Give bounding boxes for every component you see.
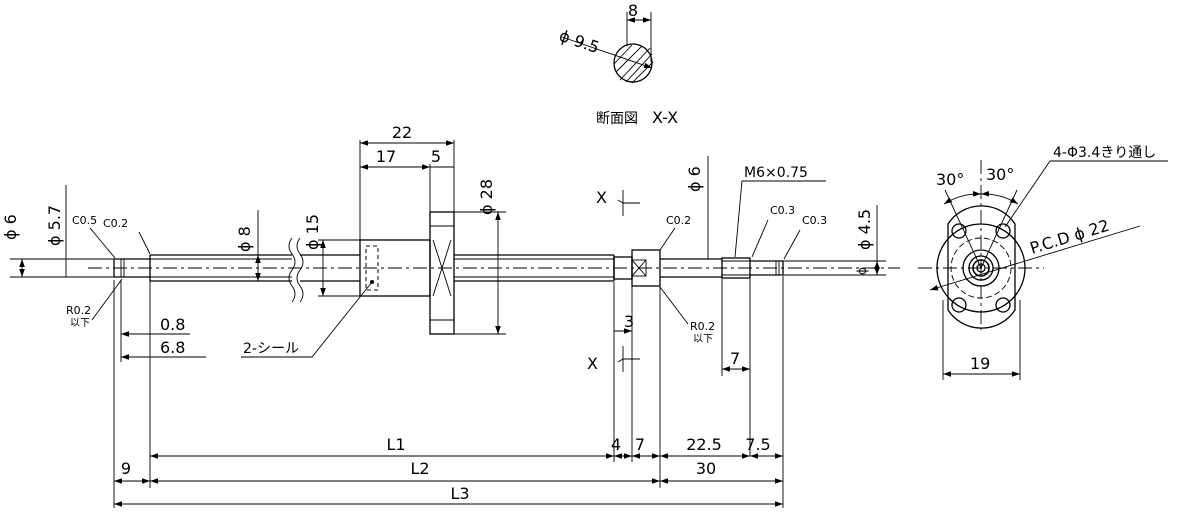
left-dia6: ϕ 6: [1, 214, 20, 240]
flat-box: [631, 259, 647, 277]
right-dim30: 30: [696, 459, 716, 478]
section-title: 断面図: [596, 111, 638, 127]
chamfer-leader: [89, 227, 116, 259]
flange-end-view: 30° 30° 4-Φ3.4きり通し P.C.D ϕ 22 19: [918, 145, 1168, 380]
hatch-2: [625, 53, 653, 83]
length-L3: L3: [450, 484, 469, 503]
section-dia-dim: ϕ 9.5: [557, 26, 602, 57]
right-dim225: 22.5: [686, 435, 722, 454]
chamfer-leader: [659, 227, 676, 251]
nut-body-dia-dim: ϕ 15: [303, 214, 322, 250]
shaft-dia-label: ϕ 8: [235, 226, 254, 252]
chamfer-leader: [783, 229, 801, 260]
angle-line: [980, 189, 1018, 269]
flange-cross: [432, 239, 452, 297]
angle-arc: [943, 190, 982, 205]
angle-line: [944, 189, 982, 269]
left-c05: C0.5: [72, 214, 97, 227]
chamfer-leader: [751, 219, 769, 258]
nut-body-dim: 17: [376, 147, 396, 166]
right-dim7b: 7: [635, 435, 645, 454]
hatch-5: [613, 44, 633, 65]
pcd-label: P.C.D ϕ 22: [1028, 216, 1112, 258]
right-r02-sub: 以下: [693, 334, 713, 345]
right-dim3: 3: [624, 312, 634, 331]
flange-thk-dim: 5: [431, 147, 441, 166]
overall-lengths: L1 L2 L3: [114, 435, 783, 507]
right-c03a: C0.3: [770, 204, 795, 217]
length-L1: L1: [386, 435, 405, 454]
right-dim75: 7.5: [745, 435, 770, 454]
thread-leader: [734, 180, 826, 258]
nut-length-dim: 22: [392, 123, 412, 142]
right-dia45: ϕ 4.5: [855, 209, 874, 250]
hatch-1: [619, 47, 651, 81]
cut-arrow: [617, 358, 624, 363]
bolt-hole: [951, 223, 967, 239]
left-c02: C0.2: [103, 217, 128, 230]
right-end-dims: ϕ 6 M6×0.75 C0.2 C0.3 C0.3 ϕ 4.5 ϕ 3 R0.…: [611, 156, 886, 508]
right-dim7: 7: [730, 349, 740, 368]
length-L2: L2: [410, 459, 429, 478]
radius-leader: [659, 286, 689, 325]
left-r02: R0.2: [66, 304, 91, 317]
bolt-hole: [995, 223, 1011, 239]
bolt-hole: [951, 297, 967, 313]
flange-dia-dim: ϕ 28: [477, 179, 496, 215]
angle-left: 30°: [936, 170, 964, 189]
pcd-leader: [929, 225, 1141, 291]
cut-arrow: [617, 199, 624, 204]
section-width-dim: 8: [628, 1, 638, 20]
bolt-hole: [995, 297, 1011, 313]
break-mark: [296, 237, 304, 303]
right-thread: M6×0.75: [744, 165, 808, 181]
left-dim9: 9: [121, 459, 131, 478]
chamfer-leader: [138, 231, 151, 255]
left-end-dims: ϕ 6 ϕ 5.7 C0.5 C0.2 R0.2 以下 0.8 6.8 9: [1, 185, 206, 508]
left-dim68: 6.8: [160, 338, 185, 357]
thread-m6: [721, 257, 751, 279]
section-label-bottom: X: [587, 354, 598, 373]
radius-leader: [91, 278, 123, 321]
shaft-dia-dim: ϕ 8: [235, 210, 261, 281]
right-c03b: C0.3: [802, 214, 827, 227]
holes-label: 4-Φ3.4きり通し: [1053, 145, 1156, 161]
break-mark: [288, 237, 296, 303]
nut-flange: [429, 211, 455, 335]
right-dia6: ϕ 6: [685, 166, 704, 192]
right-dia-symbol: ϕ: [855, 267, 869, 275]
left-dia57: ϕ 5.7: [45, 205, 64, 246]
flange-width: 19: [970, 354, 990, 373]
section-arrows: X X: [587, 188, 640, 373]
seal-leader: [241, 281, 373, 358]
angle-arc: [980, 190, 1019, 205]
dia-leader: [561, 36, 653, 69]
section-view: 8 ϕ 9.5 断面図 X-X: [557, 1, 678, 127]
left-dim08: 0.8: [160, 315, 185, 334]
right-r02: R0.2: [690, 320, 715, 333]
screw-shaft: [88, 237, 900, 303]
section-title-suffix: X-X: [652, 108, 678, 127]
hatch-3: [615, 45, 643, 73]
seal-label: 2-シール: [243, 341, 299, 357]
section-label-top: X: [596, 188, 607, 207]
left-r02-sub: 以下: [70, 318, 90, 329]
ball-nut: 22 17 5 ϕ 28 ϕ 15 2-シール: [241, 123, 506, 358]
right-c02: C0.2: [666, 214, 691, 227]
angle-right: 30°: [986, 165, 1014, 184]
holes-leader: [1004, 160, 1168, 228]
section-circle: [613, 43, 653, 83]
flat-mark: [631, 259, 647, 277]
right-dim4: 4: [611, 435, 621, 454]
leader-dot: [370, 280, 374, 284]
flange-outline: [947, 205, 1016, 329]
